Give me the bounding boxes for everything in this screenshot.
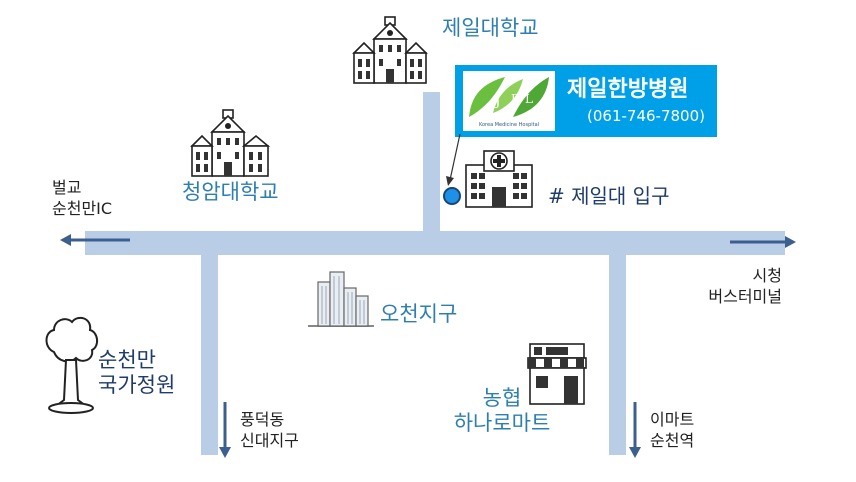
arrow-east-icon — [730, 236, 796, 248]
south1-line2: 신대지구 — [240, 430, 299, 450]
location-marker[interactable] — [443, 187, 461, 205]
label-east-direction: 시청 버스터미널 — [696, 266, 782, 308]
west-line2: 순천만IC — [52, 198, 113, 218]
tree-icon — [45, 316, 98, 414]
east-line2: 버스터미널 — [708, 286, 782, 306]
label-jeil-university: 제일대학교 — [442, 16, 539, 40]
hospital-phone: (061-746-7800) — [587, 107, 705, 125]
arrow-south-east-icon — [629, 402, 641, 458]
mart-store-icon — [527, 343, 587, 405]
hospital-logo: J E L Korea Medicine Hospital — [463, 71, 555, 131]
logo-subtitle: Korea Medicine Hospital — [478, 122, 540, 128]
mart-line1: 농협 — [482, 386, 522, 410]
hospital-name: 제일한방병원 — [567, 77, 689, 102]
south1-line1: 풍덕동 — [240, 410, 285, 429]
hospital-sign[interactable]: J E L Korea Medicine Hospital 제일한방병원 (06… — [455, 65, 717, 137]
apartment-buildings-icon — [308, 271, 374, 327]
svg-text:E: E — [511, 92, 520, 106]
pointer-line — [446, 133, 461, 186]
road-north-jeil — [423, 92, 440, 242]
label-south-west-direction: 풍덕동 신대지구 — [240, 410, 299, 452]
garden-line2: 국가정원 — [98, 373, 176, 398]
arrow-south-west-icon — [219, 402, 231, 458]
south2-line2: 순천역 — [650, 430, 695, 450]
label-west-direction: 벌교 순천만IC — [52, 178, 112, 220]
mart-line2: 하나로마트 — [453, 411, 551, 436]
label-cheongam-university: 청암대학교 — [182, 180, 279, 204]
leaf-logo-icon: J E L — [469, 77, 549, 117]
road-south-east — [609, 245, 626, 455]
label-nonghyup-mart: 농협 하나로마트 — [448, 386, 556, 436]
label-entrance: # 제일대 입구 — [548, 184, 670, 208]
label-south-east-direction: 이마트 순천역 — [650, 410, 694, 452]
east-line1: 시청 — [752, 266, 782, 285]
label-garden: 순천만 국가정원 — [98, 348, 175, 398]
south2-line1: 이마트 — [650, 410, 695, 429]
garden-line1: 순천만 — [98, 348, 156, 372]
west-line1: 벌교 — [52, 178, 82, 197]
road-south-west — [201, 245, 218, 455]
university-building-icon-2 — [190, 109, 270, 177]
svg-text:J: J — [493, 93, 501, 109]
university-building-icon — [352, 16, 428, 84]
label-ocheon-district: 오천지구 — [380, 302, 458, 326]
hospital-building-icon — [465, 150, 533, 208]
arrow-west-icon — [60, 234, 130, 246]
svg-text:L: L — [525, 92, 533, 106]
